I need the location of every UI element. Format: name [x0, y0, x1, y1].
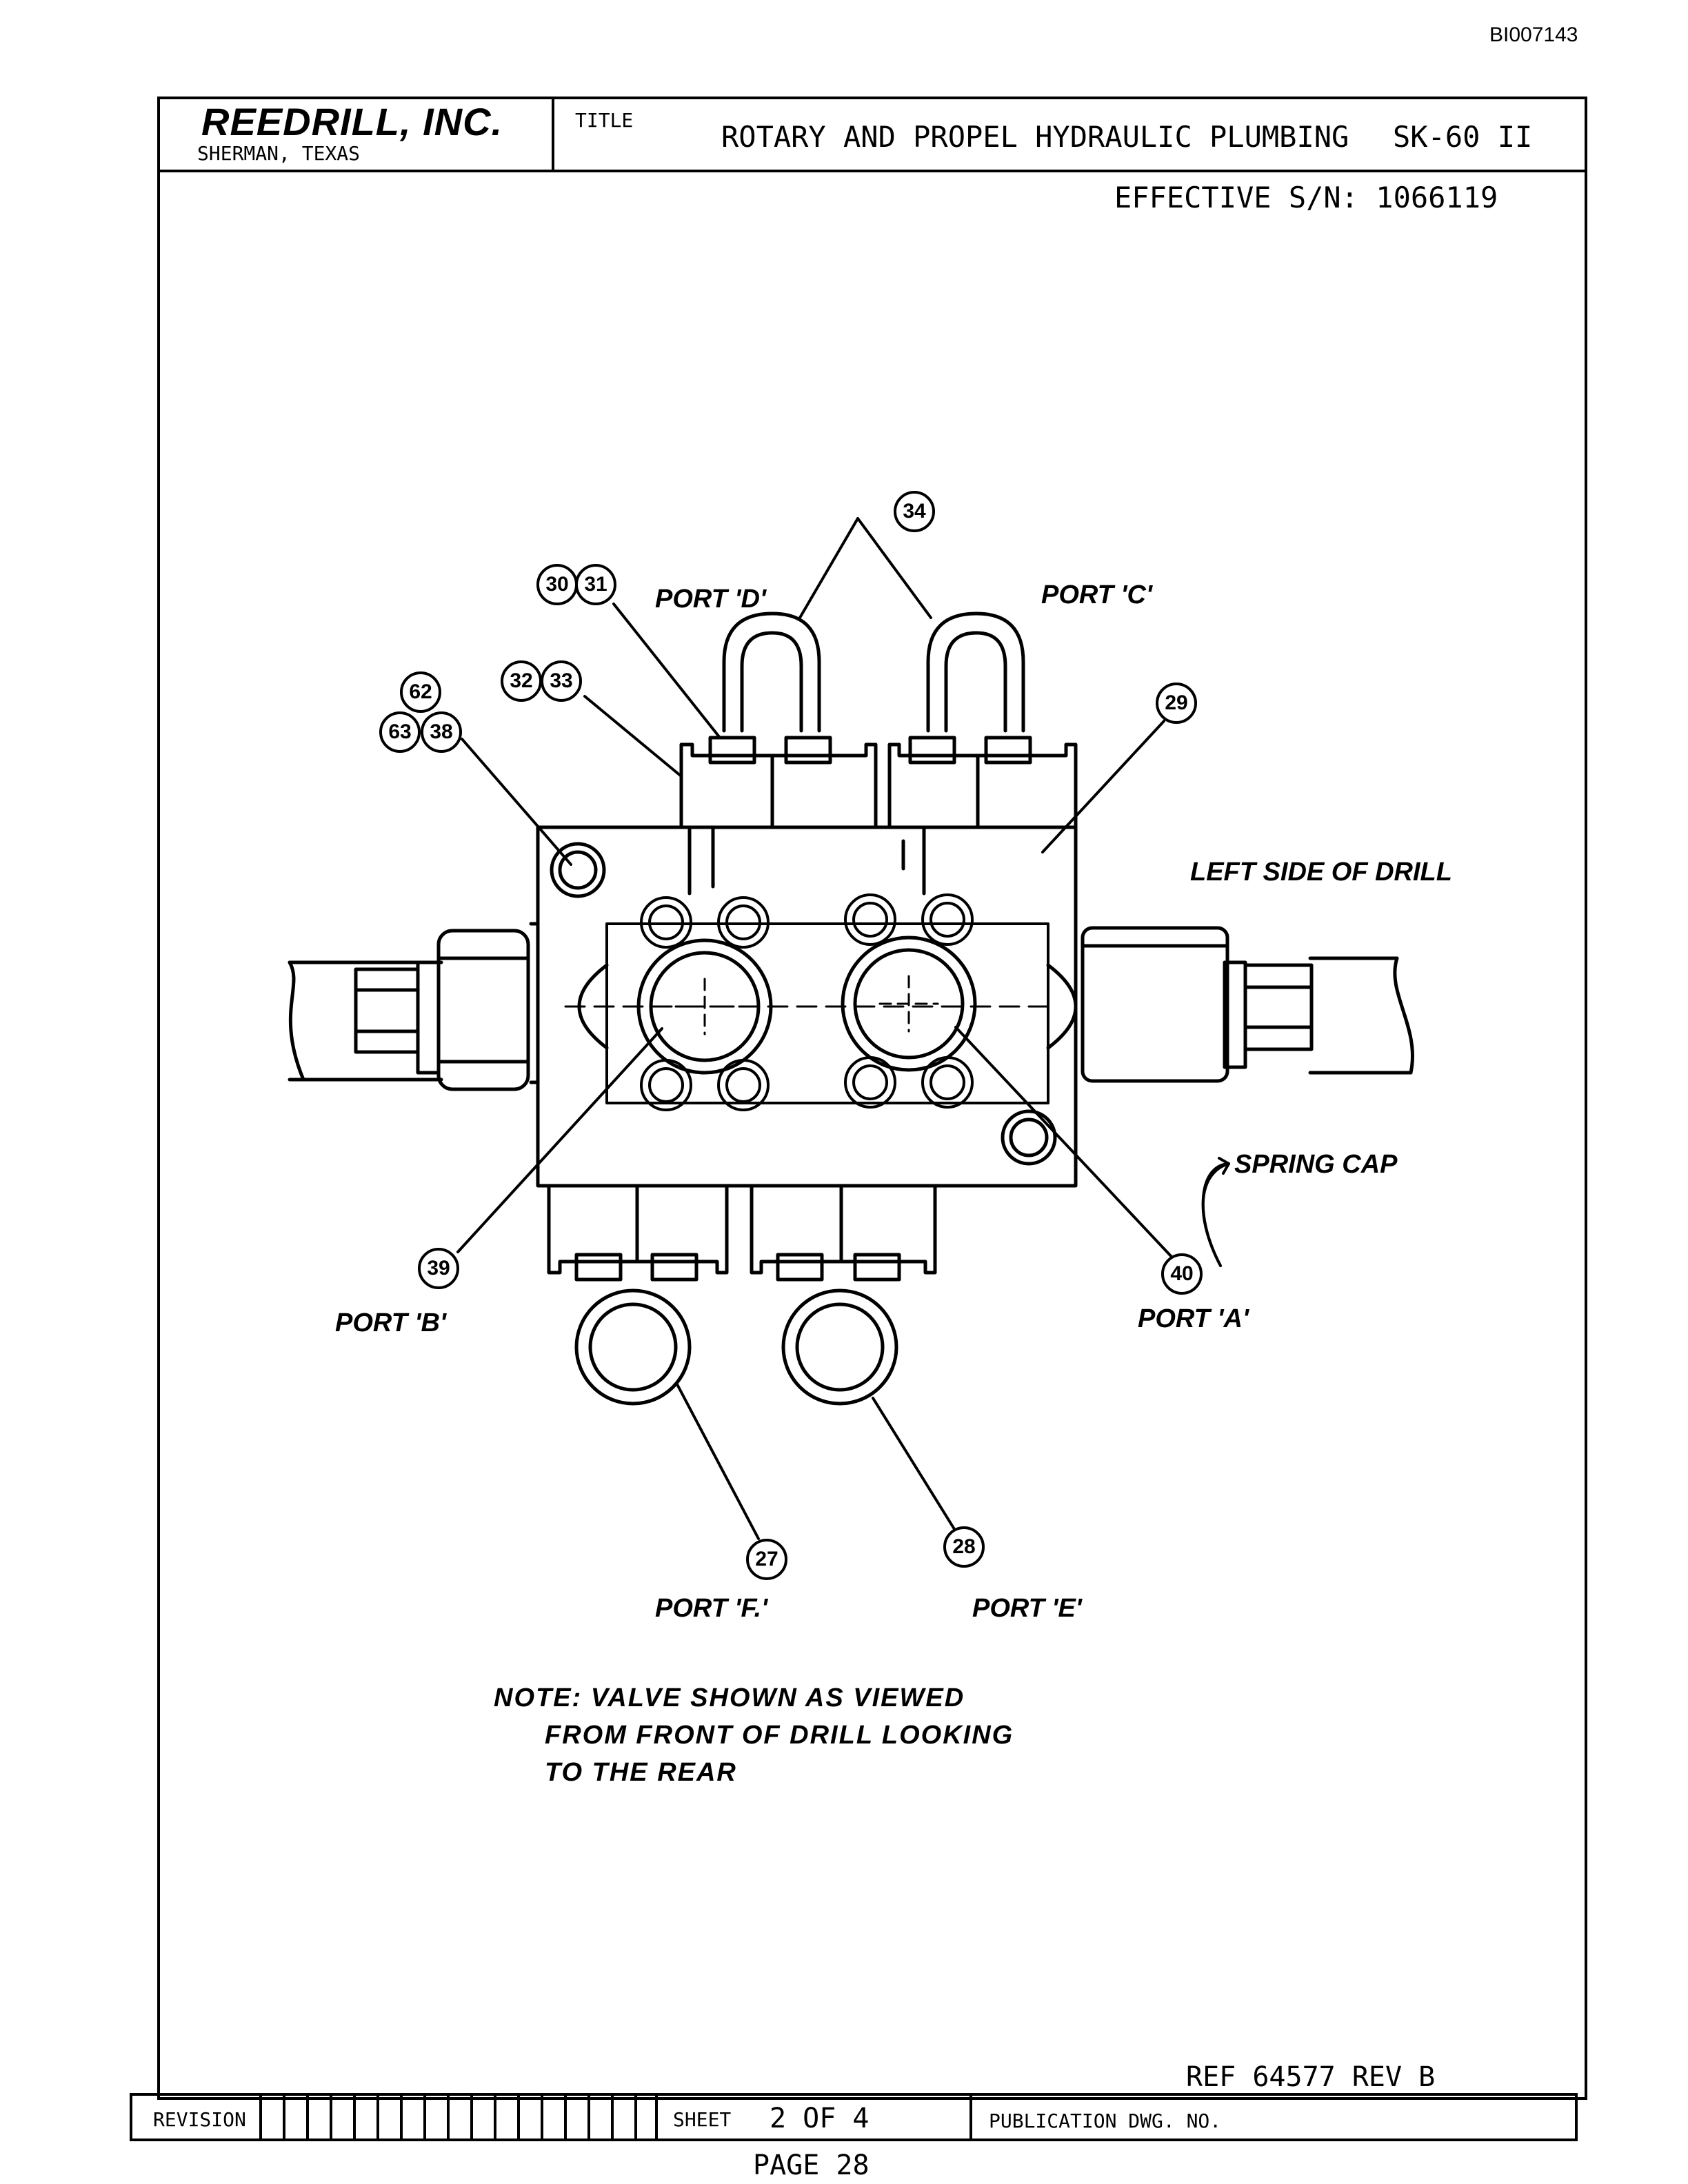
model-number: SK-60 II: [1393, 120, 1533, 154]
callout-38: 38: [421, 711, 462, 753]
label-port-f: PORT 'F.': [655, 1594, 768, 1623]
label-port-d: PORT 'D': [655, 585, 766, 614]
label-port-e: PORT 'E': [972, 1594, 1082, 1623]
callout-31: 31: [575, 564, 616, 605]
label-port-c: PORT 'C': [1041, 580, 1152, 609]
document-id: BI007143: [1489, 23, 1578, 46]
callout-62: 62: [400, 671, 441, 713]
label-port-a: PORT 'A': [1138, 1304, 1249, 1333]
left-hose: [288, 929, 530, 1091]
revision-cells: [259, 2093, 658, 2141]
callout-27: 27: [746, 1539, 787, 1580]
company-location: SHERMAN, TEXAS: [197, 142, 361, 165]
right-hose: [1081, 926, 1414, 1083]
company-name: REEDRILL, INC.: [201, 100, 503, 143]
effective-serial: EFFECTIVE S/N: 1066119: [1114, 181, 1498, 214]
callout-33: 33: [541, 660, 582, 702]
publication-label: PUBLICATION DWG. NO.: [989, 2110, 1222, 2132]
sheet-divider: [655, 2093, 658, 2141]
revision-block: [130, 2093, 1578, 2141]
callout-30: 30: [536, 564, 578, 605]
callout-28: 28: [943, 1526, 985, 1568]
label-spring-cap: SPRING CAP: [1234, 1150, 1398, 1179]
drawing-frame: [157, 97, 1587, 2100]
label-port-b: PORT 'B': [335, 1308, 446, 1337]
reference-number: REF 64577 REV B: [1186, 2061, 1436, 2093]
callout-34: 34: [894, 491, 935, 532]
bottom-sections: [547, 1184, 937, 1406]
note-line-3: TO THE REAR: [545, 1758, 737, 1787]
title-block: [157, 97, 1587, 172]
top-sections: [679, 611, 1078, 829]
revision-label: REVISION: [153, 2108, 246, 2131]
title-label: TITLE: [575, 109, 634, 132]
leader-lines: [456, 517, 1230, 1540]
valve-body: [529, 825, 1078, 1188]
page-number: PAGE 28: [753, 2150, 870, 2181]
publication-divider: [969, 2093, 972, 2141]
callout-29: 29: [1156, 682, 1197, 724]
drawing-title: ROTARY AND PROPEL HYDRAULIC PLUMBING: [721, 120, 1349, 154]
label-left-side: LEFT SIDE OF DRILL: [1190, 858, 1452, 887]
callout-32: 32: [501, 660, 542, 702]
note-line-2: FROM FRONT OF DRILL LOOKING: [545, 1721, 1014, 1750]
note-line-1: NOTE: VALVE SHOWN AS VIEWED: [494, 1684, 965, 1712]
callout-39: 39: [418, 1248, 459, 1289]
sheet-number: 2 OF 4: [770, 2103, 870, 2134]
callout-63: 63: [379, 711, 421, 753]
callout-40: 40: [1161, 1253, 1203, 1295]
sheet-label: SHEET: [673, 2108, 732, 2131]
title-block-divider: [552, 97, 554, 172]
